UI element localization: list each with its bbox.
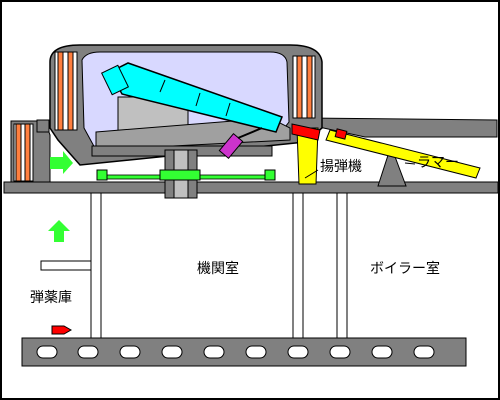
rammer-support xyxy=(377,144,407,187)
flow-arrow-right-icon xyxy=(50,151,73,174)
gun-barrel xyxy=(100,62,283,133)
left-armor-block xyxy=(10,119,51,183)
shell-icon xyxy=(51,325,73,335)
rammer-pointer xyxy=(404,162,416,165)
flow-arrow-up-icon xyxy=(48,220,70,242)
shell-hoist xyxy=(291,123,321,185)
main-deck xyxy=(3,181,499,194)
keel-plate xyxy=(21,337,467,367)
boiler-room-label: ボイラー室 xyxy=(370,261,440,277)
magazine-label: 弾薬庫 xyxy=(30,290,72,306)
engine-room-label: 機関室 xyxy=(197,261,239,277)
hoist-pointer xyxy=(304,169,319,179)
rammer xyxy=(325,128,481,179)
training-rod xyxy=(96,169,276,181)
elevation-piston xyxy=(218,127,263,159)
lower-frames xyxy=(40,192,348,339)
hoist-label: 揚弾機 xyxy=(320,159,362,175)
rammer-label: ラマー xyxy=(417,155,459,171)
